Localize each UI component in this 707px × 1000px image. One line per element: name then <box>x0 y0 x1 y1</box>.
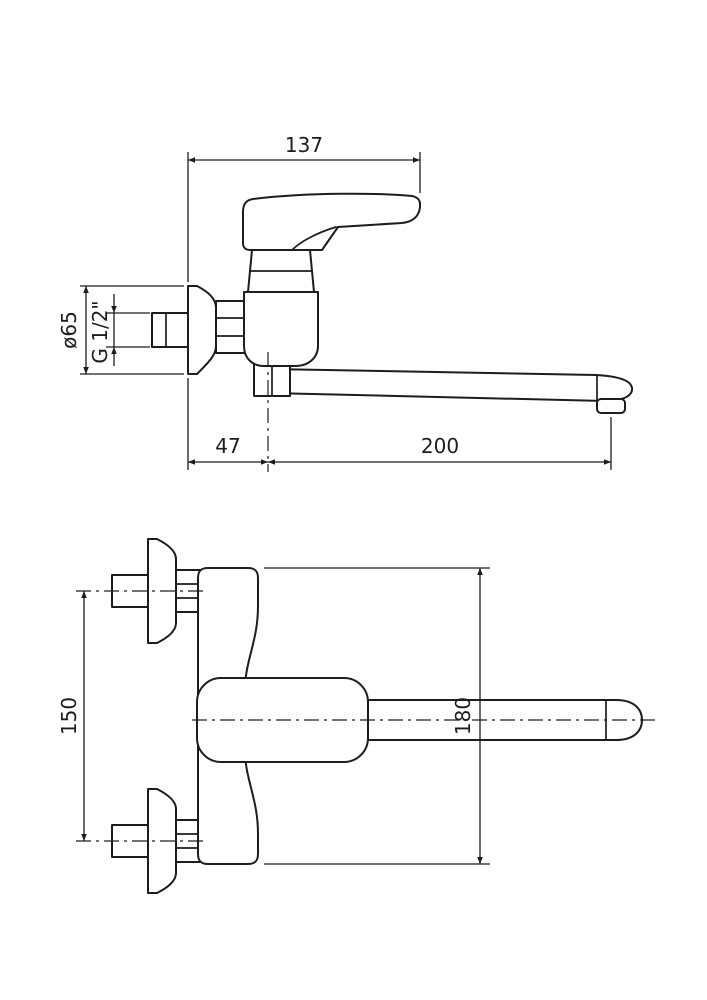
side-view: 137 ø65 G 1/2" 47 200 <box>57 133 633 472</box>
front-view: 150 180 <box>57 538 658 894</box>
lever-handle <box>242 192 421 251</box>
dim-label-180: 180 <box>451 697 475 735</box>
union-nut <box>215 300 247 354</box>
dim-label-thread: G 1/2" <box>88 300 112 363</box>
aerator <box>596 398 626 414</box>
dim-label-47: 47 <box>215 434 240 458</box>
dim-label-flange: ø65 <box>57 311 81 349</box>
dim-label-200: 200 <box>421 434 459 458</box>
inlet-stub <box>151 312 189 348</box>
dim-label-150: 150 <box>57 697 81 735</box>
dim-label-137: 137 <box>285 133 323 157</box>
mixer-body <box>243 291 319 367</box>
lever-cap-seam <box>291 226 337 251</box>
